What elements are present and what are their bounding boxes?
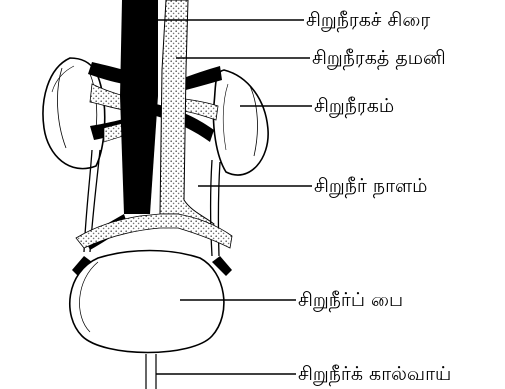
urethra	[146, 354, 156, 389]
label-renal-artery: சிறுநீரகத் தமனி	[312, 47, 446, 69]
ureters	[76, 150, 232, 256]
label-kidney: சிறுநீரகம்	[314, 95, 394, 117]
bladder	[70, 251, 232, 353]
label-bladder: சிறுநீர்ப் பை	[298, 289, 403, 311]
label-urethra: சிறுநீர்க் கால்வாய்	[298, 363, 451, 385]
right-kidney	[214, 70, 269, 175]
label-renal-vein: சிறுநீரகச் சிரை	[306, 9, 430, 31]
label-ureter: சிறுநீர் நாளம்	[314, 175, 427, 197]
